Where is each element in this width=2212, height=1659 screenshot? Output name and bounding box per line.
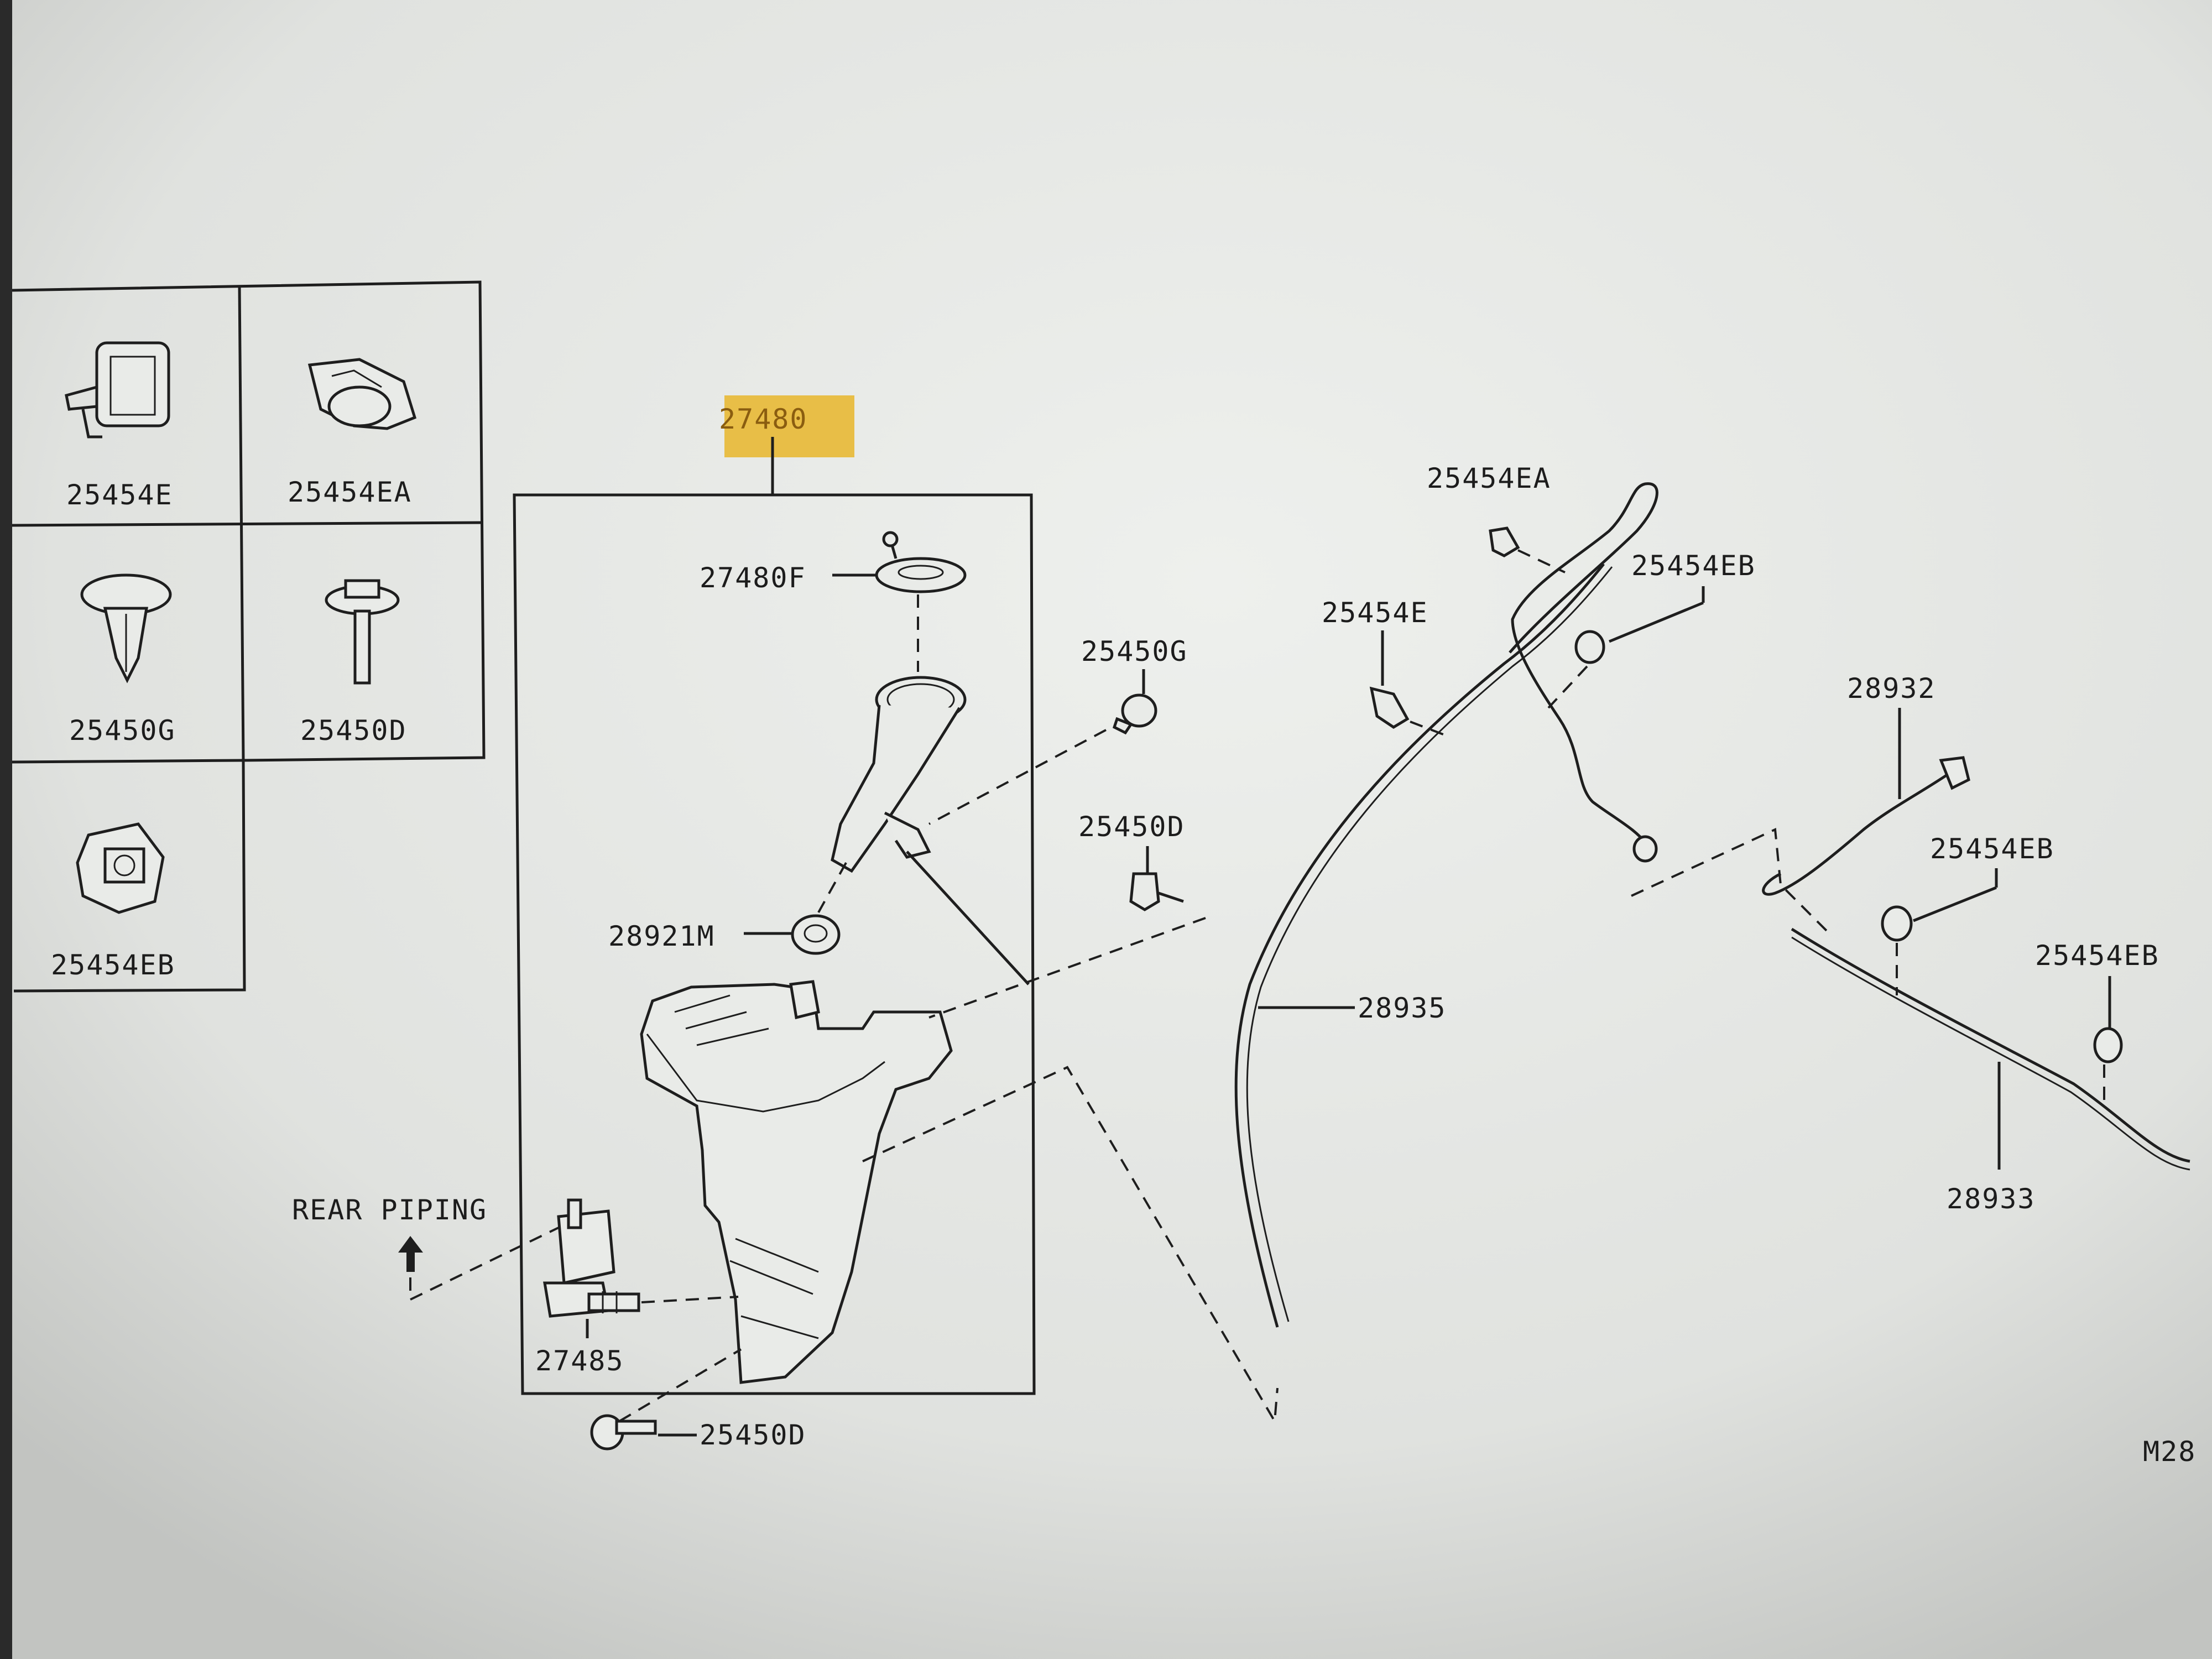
hose-28932	[1762, 770, 1953, 896]
callout-27480f: 27480F	[700, 562, 806, 594]
legend-label-25454ea: 25454EA	[288, 476, 412, 508]
clip-e-axis	[1410, 721, 1447, 737]
bottom-bolt-axis	[618, 1348, 742, 1422]
fastener-legend	[12, 280, 486, 993]
bracket-line	[906, 851, 1030, 985]
clip-25454eb-mid-part	[1881, 905, 1913, 942]
callout-28933: 28933	[1947, 1183, 2036, 1215]
clip-ea-axis	[1517, 549, 1566, 573]
clip-25454eb-icon	[76, 822, 165, 914]
clip-25450g-part	[1112, 693, 1157, 735]
callout-25454eb-right: 25454EB	[2035, 940, 2159, 972]
legend-label-25450d: 25450D	[300, 714, 407, 747]
tank-assembly-frame	[513, 493, 1036, 1395]
reference-code: M28	[2143, 1436, 2196, 1468]
hose-28933	[1791, 927, 2190, 1163]
clip-d-axis	[928, 917, 1206, 1019]
legend-label-25454e: 25454E	[66, 479, 173, 511]
monitor-bezel	[0, 0, 12, 1659]
clip-g-axis	[928, 729, 1107, 825]
clip-25450g-icon	[80, 573, 172, 684]
washer-pump-part	[543, 1198, 640, 1318]
callout-25450d-bottom: 25450D	[700, 1419, 806, 1451]
callout-25450g: 25450G	[1081, 635, 1188, 667]
filler-cap-part	[875, 531, 967, 593]
clip-eb-top-axis	[1547, 665, 1588, 709]
callout-25450d: 25450D	[1078, 811, 1185, 843]
legend-label-25454eb: 25454EB	[51, 949, 175, 981]
hose-routing-line	[862, 1066, 1279, 1425]
connector-28932-part	[1939, 756, 1970, 790]
callout-25454e: 25454E	[1322, 597, 1428, 629]
clip-25454ea-part	[1489, 526, 1520, 557]
bolt-25450d-icon	[325, 579, 400, 685]
hose-28935	[1234, 563, 1605, 1328]
callout-25454ea: 25454EA	[1427, 462, 1551, 494]
washer-tank-part	[640, 980, 953, 1384]
leader-25454eb-top-2	[1609, 601, 1704, 643]
hose-loop	[1509, 482, 1658, 847]
junction-clip-part	[1632, 835, 1658, 863]
callout-rear-piping: REAR PIPING	[292, 1194, 487, 1226]
clip-25450d-part	[1129, 872, 1184, 911]
rear-piping-arrow-icon	[398, 1236, 423, 1272]
filler-neck-part	[831, 676, 967, 873]
bottom-bolt-part	[590, 1414, 657, 1451]
callout-25454eb-mid: 25454EB	[1930, 833, 2054, 865]
callout-28921m: 28921M	[608, 920, 715, 952]
clip-25454ea-icon	[307, 358, 417, 430]
callout-27485: 27485	[535, 1345, 624, 1377]
callout-28932: 28932	[1847, 672, 1936, 705]
clip-25454eb-right-part	[2093, 1027, 2123, 1063]
clip-25454e-part	[1369, 686, 1410, 729]
legend-label-25450g: 25450G	[69, 714, 176, 747]
callout-28935: 28935	[1358, 992, 1447, 1024]
clip-25454e-icon	[65, 341, 170, 439]
clip-25454eb-top-part	[1574, 630, 1605, 664]
callout-27480: 27480	[719, 403, 808, 435]
highlight-box	[724, 395, 854, 457]
leader-25454eb-mid-2	[1913, 886, 1997, 922]
rear-piping-line	[409, 1227, 559, 1302]
callout-25454eb-top: 25454EB	[1631, 550, 1756, 582]
pump-axis	[641, 1296, 739, 1303]
junction-dashes	[1631, 828, 1832, 936]
grommet-axis	[817, 862, 847, 913]
grommet-part	[791, 914, 841, 955]
